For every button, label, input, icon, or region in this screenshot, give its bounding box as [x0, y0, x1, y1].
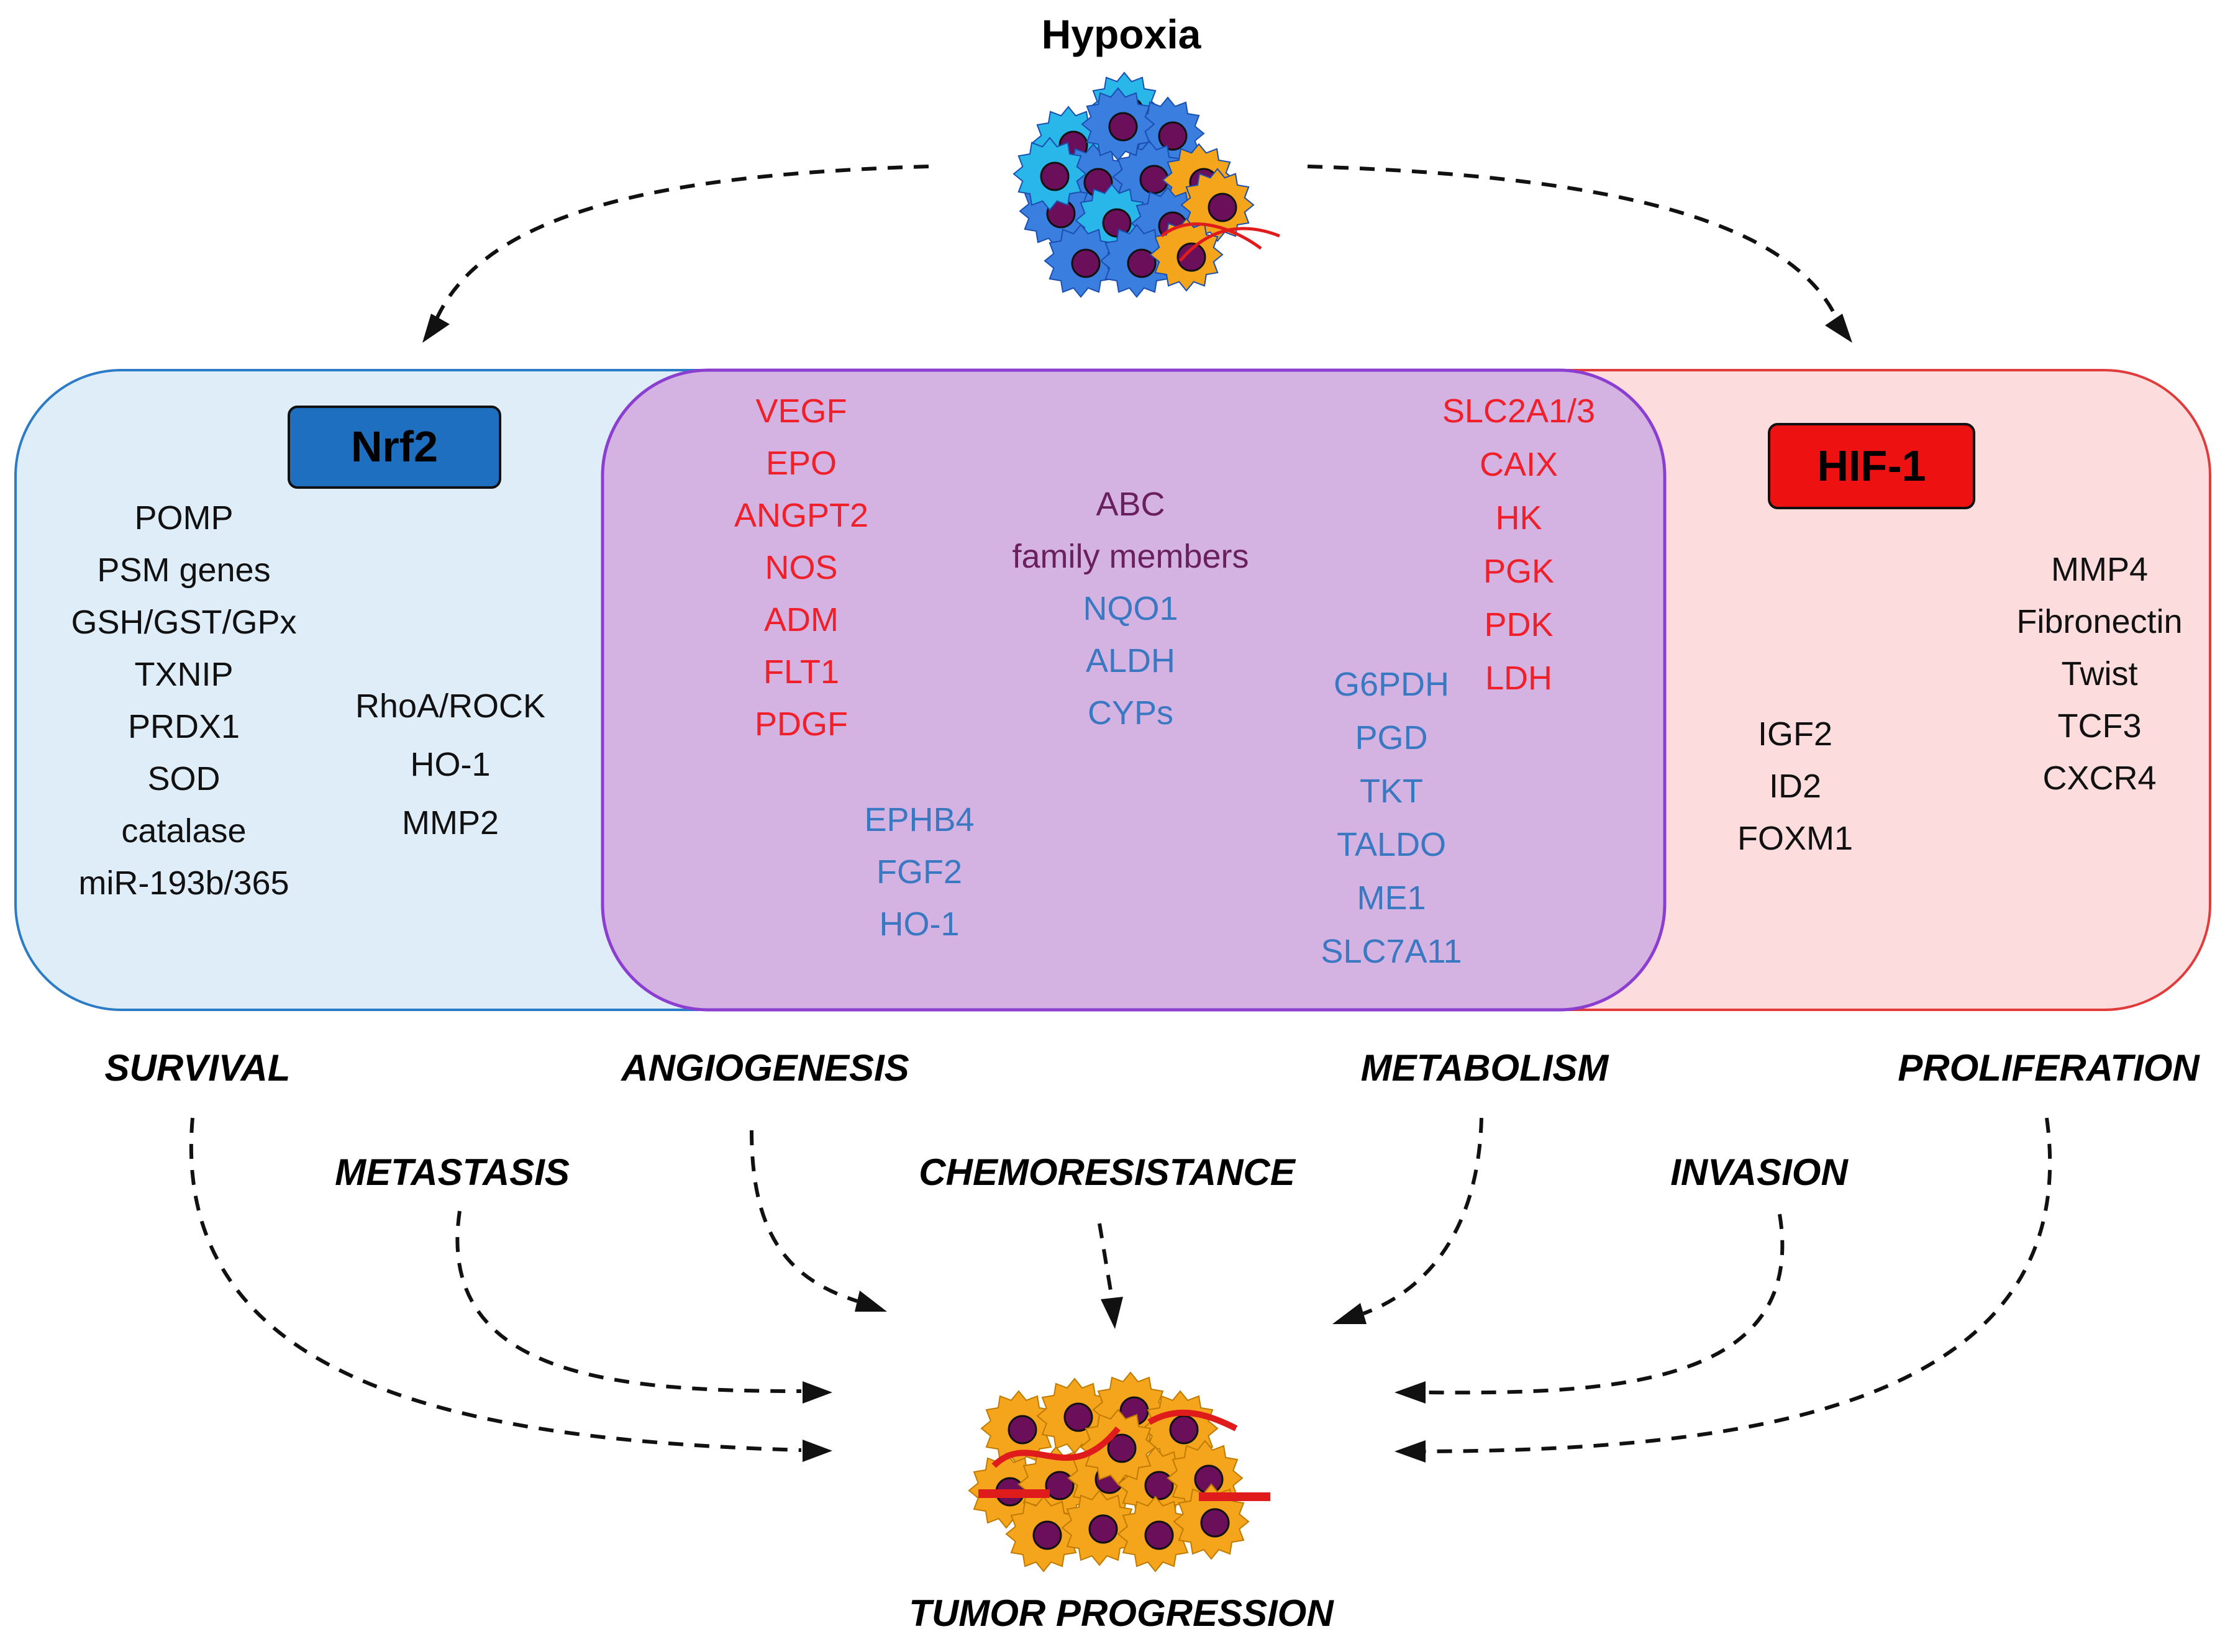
- shared-region: [601, 368, 1667, 1012]
- gene-label: PGK: [1483, 553, 1554, 590]
- gene-label: LDH: [1485, 660, 1552, 697]
- gene-label: NOS: [765, 549, 837, 586]
- gene-label: CAIX: [1480, 446, 1558, 483]
- outcome-invasion: INVASION: [1670, 1151, 1849, 1193]
- outcome-survival: SURVIVAL: [105, 1047, 291, 1089]
- arrow-angiogenesis-to-tumor: [750, 1130, 887, 1312]
- gene-label: FLT1: [763, 653, 839, 691]
- arrow-metabolism-to-tumor: [1332, 1117, 1483, 1324]
- outcome-metastasis: METASTASIS: [335, 1151, 570, 1193]
- outcome-proliferation: PROLIFERATION: [1898, 1047, 2200, 1089]
- arrow-hypoxia-to-hif1: [1307, 165, 1852, 343]
- gene-label: SOD: [147, 760, 220, 797]
- gene-label: TXNIP: [134, 656, 233, 693]
- gene-label: PDK: [1484, 606, 1553, 643]
- gene-label: TALDO: [1337, 826, 1446, 863]
- arrow-chemoresistance-to-tumor: [1098, 1223, 1123, 1329]
- gene-label: SLC7A11: [1321, 933, 1462, 970]
- hypoxic-cell-cluster-illustration: [1012, 71, 1280, 298]
- gene-label: GSH/GST/GPx: [71, 604, 296, 641]
- outcome-chemoresistance: CHEMORESISTANCE: [919, 1151, 1296, 1193]
- gene-label: PGD: [1355, 719, 1427, 756]
- gene-label: MMP2: [402, 804, 499, 842]
- gene-label: FOXM1: [1737, 820, 1853, 857]
- gene-label: PRDX1: [128, 708, 240, 745]
- gene-label: ALDH: [1086, 642, 1175, 679]
- gene-label: Fibronectin: [2016, 603, 2182, 640]
- gene-label: FGF2: [876, 853, 962, 891]
- gene-label: VEGF: [755, 393, 847, 430]
- nrf2-label-box: [288, 406, 501, 489]
- gene-label: TCF3: [2058, 707, 2142, 745]
- hif1-label-box: [1768, 423, 1975, 509]
- gene-label: ADM: [764, 601, 839, 638]
- arrow-survival-to-tumor: [189, 1117, 832, 1462]
- gene-label: miR-193b/365: [78, 865, 289, 902]
- gene-label: ID2: [1769, 768, 1821, 805]
- gene-label: IGF2: [1758, 715, 1832, 753]
- hif1-label: HIF-1: [1818, 442, 1926, 490]
- arrow-proliferation-to-tumor: [1395, 1117, 2052, 1463]
- nrf2-label: Nrf2: [351, 422, 438, 471]
- gene-label: ANGPT2: [734, 497, 868, 534]
- gene-label: HO-1: [410, 746, 490, 783]
- gene-label: Twist: [2061, 655, 2137, 692]
- gene-label: PDGF: [755, 706, 848, 743]
- gene-label: family members: [1012, 538, 1249, 575]
- arrow-hypoxia-to-nrf2: [422, 165, 929, 343]
- gene-label: EPHB4: [864, 801, 974, 838]
- gene-label: HK: [1495, 499, 1542, 537]
- gene-label: CYPs: [1088, 694, 1173, 732]
- outcome-metabolism: METABOLISM: [1361, 1047, 1610, 1089]
- abc-gene-list: ABC family members: [1012, 486, 1249, 575]
- gene-label: PSM genes: [97, 551, 270, 589]
- arrow-metastasis-to-tumor: [455, 1210, 832, 1404]
- gene-label: POMP: [134, 499, 233, 537]
- gene-label: EPO: [766, 445, 837, 482]
- diagram-title: Hypoxia: [1042, 11, 1202, 57]
- gene-label: G6PDH: [1334, 666, 1449, 703]
- gene-label: NQO1: [1083, 590, 1178, 627]
- arrow-invasion-to-tumor: [1395, 1214, 1785, 1404]
- gene-label: ME1: [1357, 879, 1426, 917]
- gene-label: CXCR4: [2042, 760, 2156, 797]
- tumor-cell-cluster-illustration: [968, 1371, 1270, 1573]
- result-tumor-progression: TUMOR PROGRESSION: [909, 1592, 1334, 1634]
- outcome-angiogenesis: ANGIOGENESIS: [620, 1047, 909, 1089]
- gene-label: HO-1: [879, 905, 959, 943]
- gene-label: SLC2A1/3: [1442, 393, 1595, 430]
- gene-label: catalase: [121, 812, 246, 850]
- gene-label: MMP4: [2051, 551, 2148, 588]
- gene-label: TKT: [1360, 773, 1423, 810]
- gene-label: ABC: [1096, 486, 1165, 523]
- gene-label: RhoA/ROCK: [355, 688, 545, 725]
